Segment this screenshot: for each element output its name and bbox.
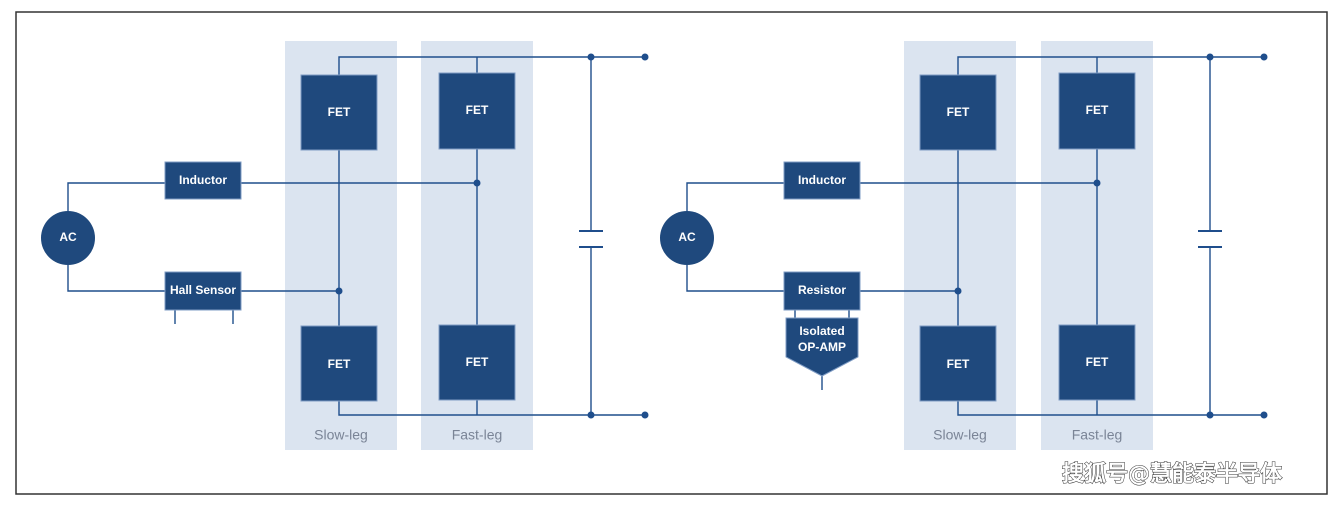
fet-label: FET (328, 357, 351, 371)
slow-leg-label: Slow-leg (314, 427, 368, 443)
terminal-node (1260, 53, 1268, 61)
hall-sensor-label: Hall Sensor (170, 283, 236, 297)
slow-leg-label: Slow-leg (933, 427, 987, 443)
fet-label: FET (947, 357, 970, 371)
junction-node (335, 287, 343, 295)
op-amp-label-line2: OP-AMP (798, 340, 846, 354)
inductor-box (164, 161, 242, 200)
junction-node (1093, 179, 1101, 187)
fet-fast-bottom (438, 324, 516, 401)
fet-label: FET (466, 355, 489, 369)
wires (686, 56, 1264, 416)
right-circuit: Slow-leg Fast-leg FET (660, 41, 1268, 450)
fast-leg-label: Fast-leg (1072, 427, 1123, 443)
inductor-box (783, 161, 861, 200)
fet-slow-bottom (919, 325, 997, 402)
op-amp-label-line1: Isolated (799, 324, 844, 338)
junction-node (954, 287, 962, 295)
resistor-label: Resistor (798, 283, 846, 297)
fet-fast-bottom (1058, 324, 1136, 401)
isolated-op-amp (785, 317, 859, 377)
junction-node (473, 179, 481, 187)
fast-leg-label: Fast-leg (452, 427, 503, 443)
junction-node (587, 411, 595, 419)
terminal-node (1260, 411, 1268, 419)
fet-slow-top (300, 74, 378, 151)
fet-fast-top (1058, 72, 1136, 150)
terminal-node (641, 411, 649, 419)
ac-source (660, 211, 714, 265)
ac-label: AC (678, 230, 696, 244)
fet-label: FET (1086, 355, 1109, 369)
left-circuit: Slow-leg Fast-leg (41, 41, 649, 450)
ac-label: AC (59, 230, 77, 244)
fet-label: FET (947, 105, 970, 119)
fet-label: FET (328, 105, 351, 119)
fet-slow-bottom (300, 325, 378, 402)
watermark-text: 搜狐号@慧能泰半导体 (1062, 461, 1283, 487)
fet-fast-top (438, 72, 516, 150)
hall-sensor-box (164, 271, 242, 311)
terminal-node (641, 53, 649, 61)
junction-node (1206, 411, 1214, 419)
fet-label: FET (466, 103, 489, 117)
inductor-label: Inductor (798, 173, 846, 187)
junction-node (587, 53, 595, 61)
fet-label: FET (1086, 103, 1109, 117)
resistor-box (783, 271, 861, 311)
fet-slow-top (919, 74, 997, 151)
junction-node (1206, 53, 1214, 61)
inductor-label: Inductor (179, 173, 227, 187)
wires (67, 56, 645, 416)
ac-source (41, 211, 95, 265)
